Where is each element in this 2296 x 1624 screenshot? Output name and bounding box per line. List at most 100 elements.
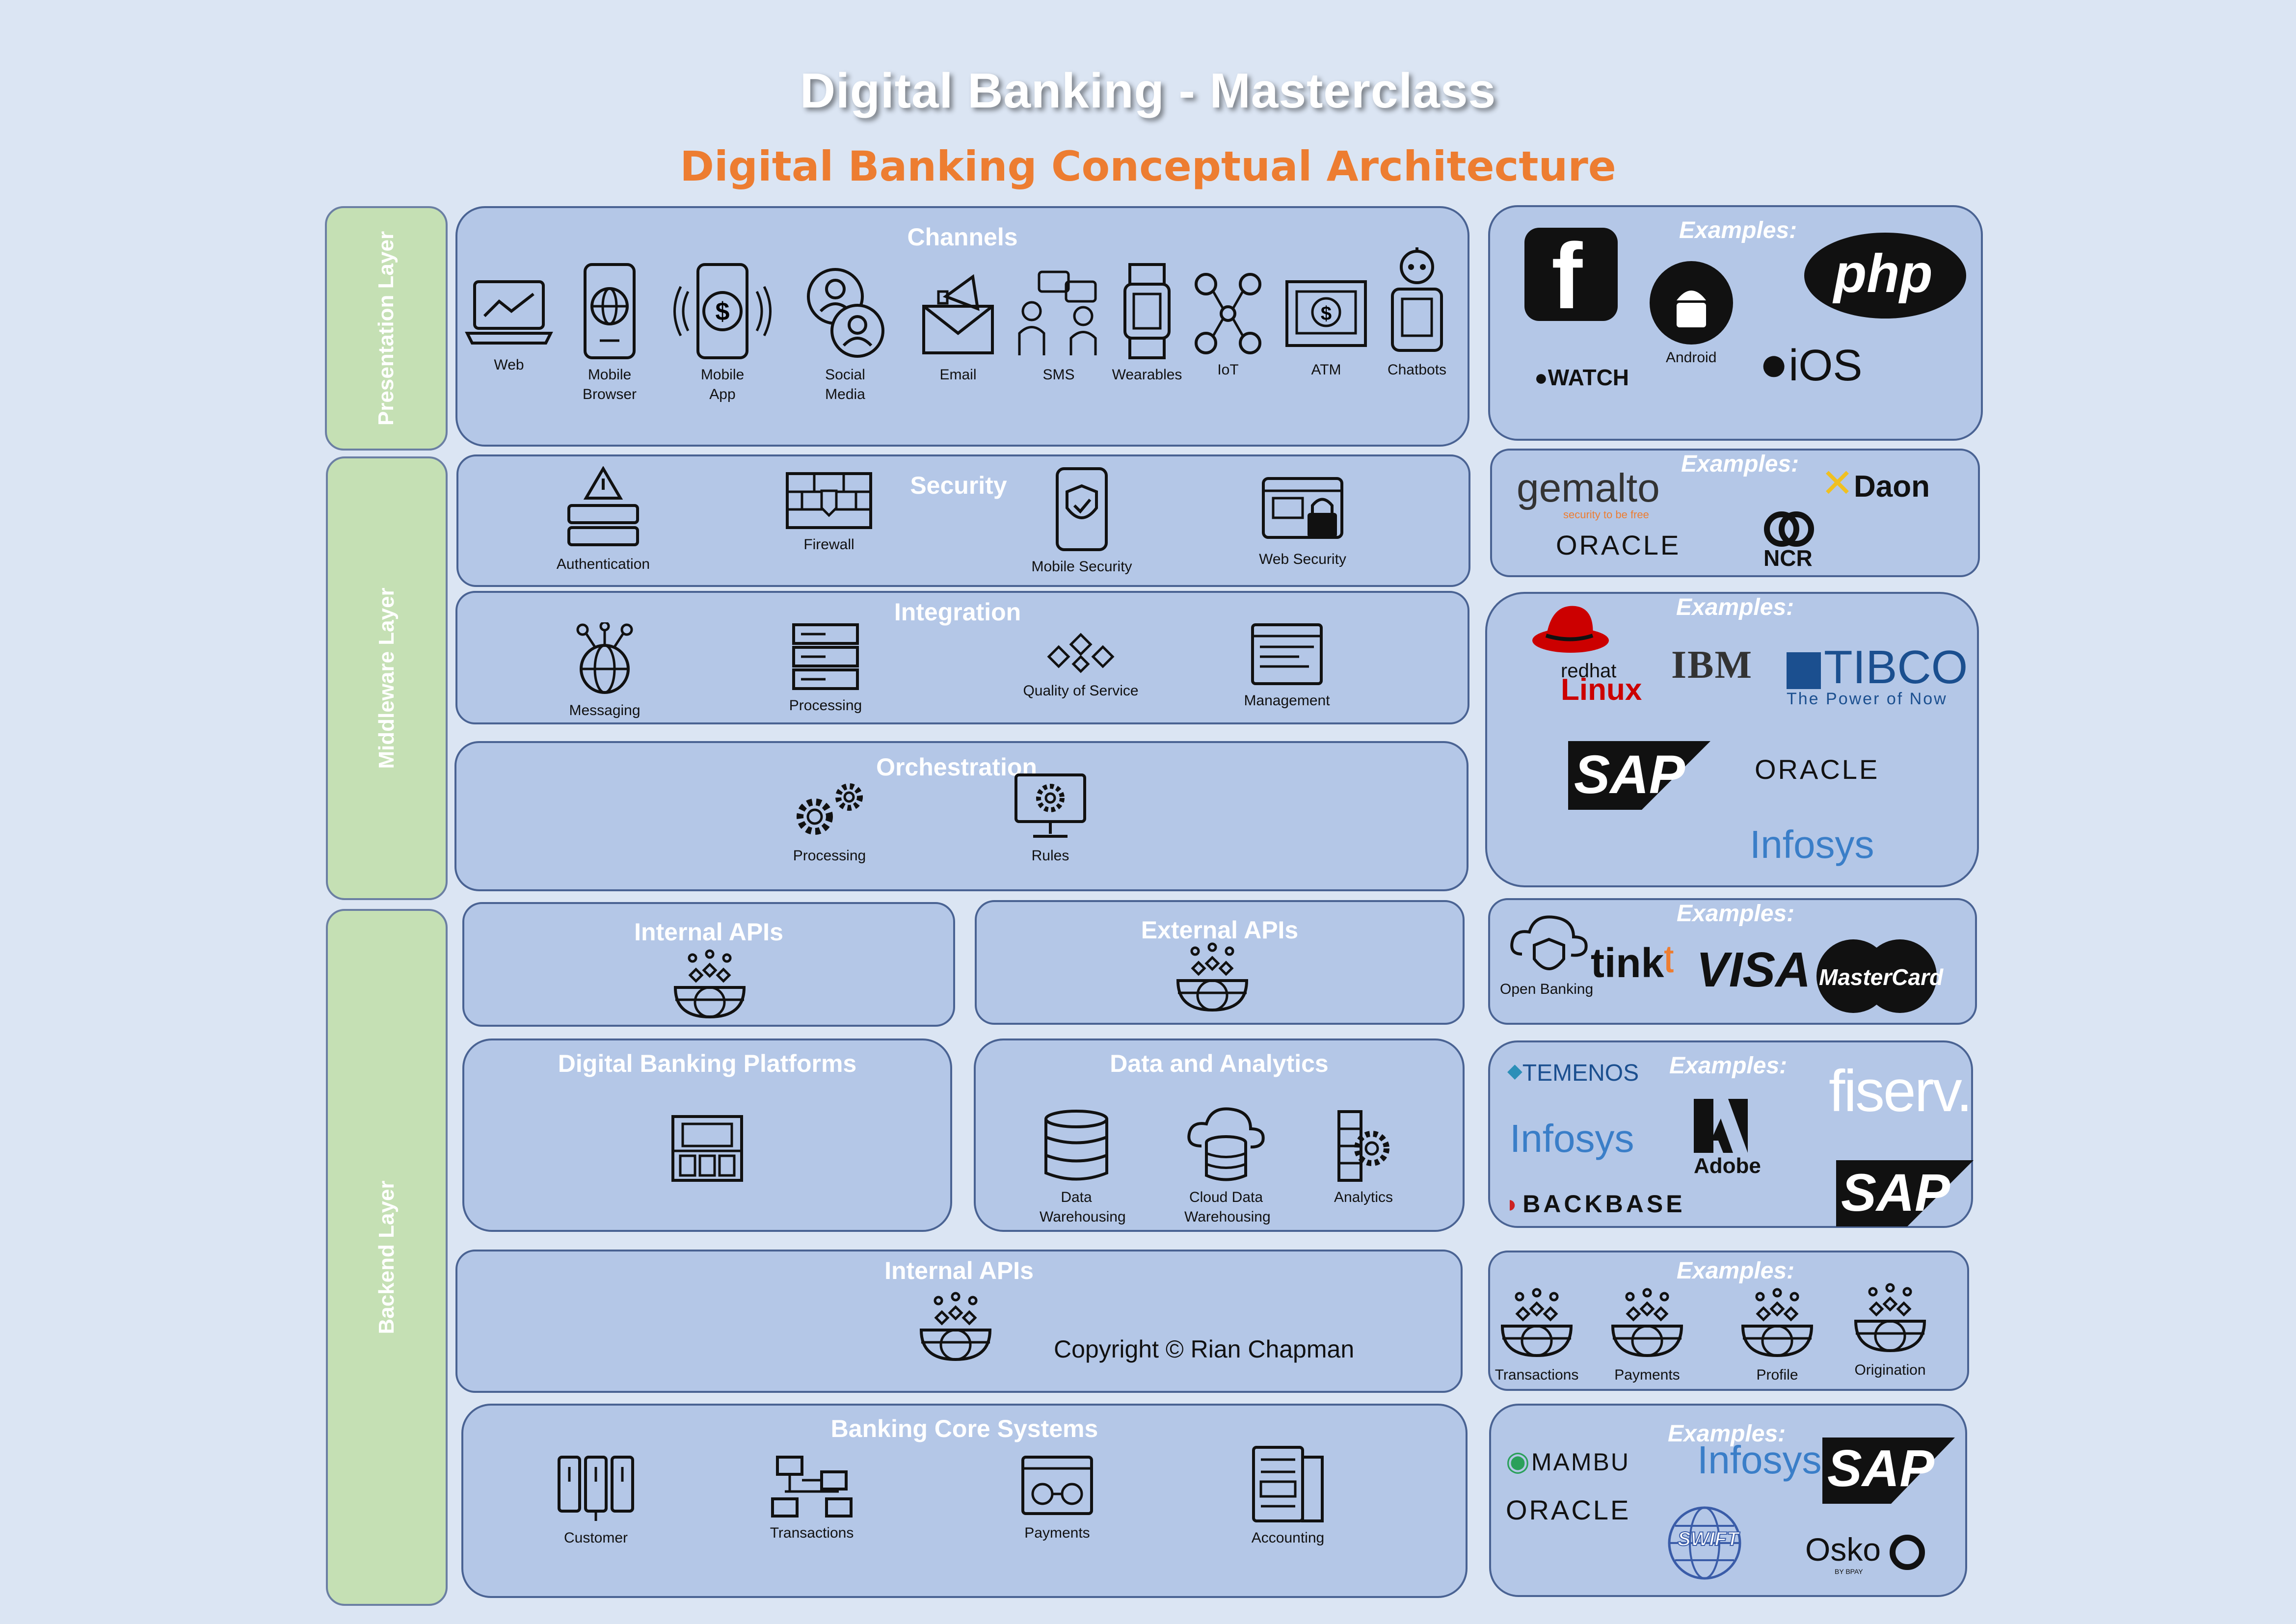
adobe-text: Adobe (1694, 1154, 1761, 1178)
channel-iot-label: IoT (1217, 362, 1239, 378)
internal-examples-panel: Examples: Transactions Payments Profile … (1488, 1251, 1969, 1391)
cloud-data-warehousing: Cloud Data Warehousing (1170, 1104, 1282, 1227)
channel-social-media: Social Media (796, 262, 894, 404)
integration-messaging-label: Messaging (569, 702, 641, 719)
android-label: Android (1666, 349, 1717, 366)
svg-text:$: $ (1321, 303, 1332, 324)
channel-email-label: Email (939, 367, 977, 383)
integration-qos-label: Quality of Service (1023, 683, 1139, 699)
channel-iot: IoT (1194, 272, 1262, 380)
data-analytics-title: Data and Analytics (1110, 1050, 1329, 1077)
facebook-logo: f (1524, 224, 1618, 328)
presentation-layer: Presentation Layer (325, 206, 448, 451)
backbase-icon: ◗ (1505, 1190, 1523, 1218)
sap-text-platforms: SAP (1841, 1163, 1950, 1222)
temenos-text: TEMENOS (1522, 1060, 1639, 1086)
integration-qos: Quality of Service (1017, 632, 1145, 701)
security-mobile-label: Mobile Security (1031, 559, 1132, 575)
internal-api-core-globe-icon (919, 1292, 992, 1361)
sap-logo-platforms: SAP (1836, 1160, 1974, 1226)
internal-example-transactions: Transactions (1490, 1287, 1583, 1385)
channels-panel: Channels Web Mobile Browser $ Mobile App… (455, 206, 1469, 447)
security-firewall: Firewall (785, 471, 873, 555)
integration-management-label: Management (1244, 692, 1330, 709)
internal-apis-core-title: Internal APIs (884, 1257, 1034, 1284)
gemalto-logo: gemalto (1517, 466, 1660, 510)
quality-network-icon (1047, 633, 1115, 673)
core-systems-panel: Banking Core Systems Customer Transactio… (461, 1404, 1468, 1598)
apple-watch-logo: ●WATCH (1534, 364, 1629, 391)
channel-wearables: Wearables (1110, 262, 1184, 385)
presentation-layer-label: Presentation Layer (374, 231, 398, 426)
ios-logo: ●iOS (1759, 336, 1862, 392)
iot-network-icon (1195, 273, 1261, 354)
internal-apis-panel: Internal APIs (462, 902, 955, 1027)
platform-servers-icon (671, 1115, 743, 1182)
adobe-icon (1694, 1099, 1748, 1153)
channel-social-media-label: Social Media (825, 367, 865, 402)
channel-wearables-label: Wearables (1112, 367, 1182, 383)
external-apis-title: External APIs (1141, 916, 1299, 944)
orchestration-rules-label: Rules (1031, 848, 1069, 864)
integration-examples-panel: Examples: redhat Linux IBM TIBCO The Pow… (1485, 592, 1979, 887)
channel-atm-label: ATM (1311, 362, 1341, 378)
integration-processing: Processing (776, 622, 875, 716)
sap-platforms-shape (1836, 1160, 1974, 1226)
tibco-icon (1787, 652, 1821, 690)
atm-icon: $ (1285, 280, 1367, 347)
channel-sms-label: SMS (1042, 367, 1075, 383)
sms-people-icon (1018, 270, 1097, 355)
profile-api-icon (1741, 1288, 1814, 1358)
chatbot-icon (1391, 247, 1443, 352)
mambu-text: MAMBU (1531, 1448, 1630, 1476)
presentation-examples-panel: Examples: f ●WATCH Android php ●iOS (1488, 205, 1983, 441)
tink-text: tink (1591, 940, 1664, 986)
mastercard-logo: MasterCard (1816, 939, 1943, 1018)
internal-apis-core-panel: Internal APIs Copyright © Rian Chapman (455, 1250, 1463, 1393)
email-megaphone-icon (922, 274, 994, 354)
data-warehousing-label: Data Warehousing (1040, 1189, 1126, 1225)
external-api-globe-icon (1176, 942, 1249, 1012)
integration-panel: Integration Messaging Processing Quality… (455, 591, 1469, 724)
internal-example-transactions-label: Transactions (1495, 1367, 1579, 1383)
linux-text: Linux (1561, 673, 1642, 707)
security-title: Security (910, 472, 1007, 499)
page-subtitle: Digital Banking Conceptual Architecture (680, 142, 1616, 190)
transactions-api-icon (1500, 1288, 1573, 1358)
redhat-logo (1531, 601, 1610, 655)
cloud-data-warehousing-label: Cloud Data Warehousing (1184, 1189, 1271, 1225)
api-globe-icon (673, 949, 746, 1019)
server-warning-icon (567, 466, 639, 546)
sap-text-integration: SAP (1574, 745, 1685, 805)
internal-example-origination: Origination (1843, 1282, 1937, 1380)
analytics-gear-icon (1337, 1110, 1389, 1182)
data-warehousing: Data Warehousing (1022, 1109, 1130, 1227)
digital-banking-platforms-title: Digital Banking Platforms (558, 1050, 857, 1077)
core-transactions: Transactions (758, 1455, 866, 1543)
server-stack-icon (792, 623, 859, 690)
ncr-logo: NCR (1760, 509, 1818, 573)
digital-banking-platforms-panel: Digital Banking Platforms (462, 1038, 952, 1232)
temenos-logo: ◆TEMENOS (1507, 1060, 1639, 1087)
data-analytics-panel: Data and Analytics Data Warehousing Clou… (974, 1038, 1465, 1232)
smartwatch-icon (1123, 263, 1171, 359)
integration-messaging: Messaging (551, 622, 659, 720)
analytics-label: Analytics (1334, 1189, 1393, 1205)
integration-processing-label: Processing (789, 697, 862, 714)
web-lock-icon (1262, 477, 1343, 539)
android-icon (1677, 291, 1706, 327)
security-authentication-label: Authentication (556, 556, 650, 572)
core-customer: Customer (542, 1455, 650, 1548)
analytics: Analytics (1314, 1109, 1413, 1207)
middleware-layer-label: Middleware Layer (374, 587, 399, 769)
tibco-text: TIBCO (1824, 641, 1968, 693)
apis-examples-panel: Examples: Open Banking tinkʈ VISA Master… (1488, 898, 1977, 1025)
swift-globe-icon (1668, 1506, 1741, 1580)
core-examples-panel: Examples: ◉MAMBU Infosys SAP ORACLE SWIF… (1489, 1404, 1967, 1597)
ncr-icon (1764, 511, 1814, 547)
orchestration-rules: Rules (1011, 772, 1090, 866)
security-web-label: Web Security (1259, 551, 1346, 567)
security-web: Web Security (1244, 476, 1362, 569)
oracle-core-logo: ORACLE (1506, 1494, 1631, 1525)
sap-logo-integration: SAP (1568, 741, 1710, 810)
